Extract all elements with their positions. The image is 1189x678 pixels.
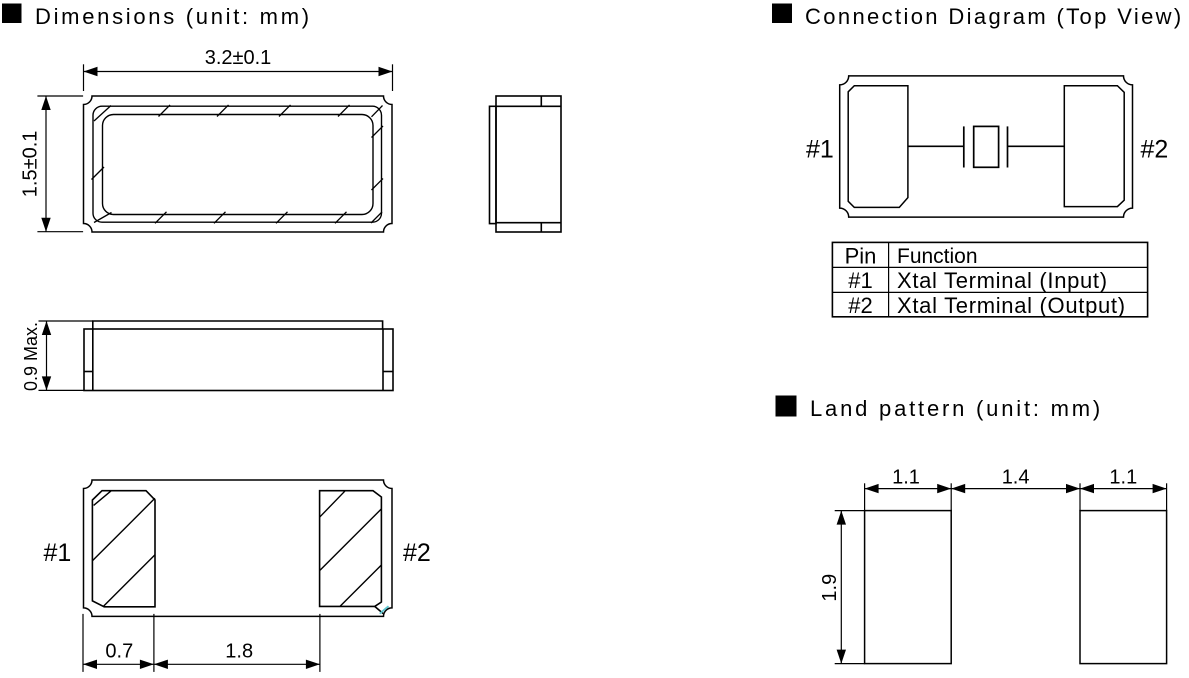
svg-text:Xtal Terminal (Output): Xtal Terminal (Output): [897, 293, 1126, 318]
svg-text:#2: #2: [403, 539, 431, 567]
svg-text:#1: #1: [848, 268, 872, 293]
svg-text:1.4: 1.4: [1002, 467, 1030, 489]
svg-text:1.1: 1.1: [892, 467, 920, 489]
svg-text:Dimensions (unit: mm): Dimensions (unit: mm): [35, 4, 312, 29]
svg-text:Xtal Terminal (Input): Xtal Terminal (Input): [897, 268, 1108, 293]
svg-text:1.8: 1.8: [225, 641, 253, 663]
svg-text:#2: #2: [848, 293, 872, 318]
svg-text:0.7: 0.7: [105, 641, 133, 663]
svg-text:1.1: 1.1: [1109, 467, 1137, 489]
svg-text:Connection Diagram (Top View): Connection Diagram (Top View): [805, 4, 1184, 29]
svg-text:0.9 Max.: 0.9 Max.: [21, 322, 41, 391]
svg-text:3.2±0.1: 3.2±0.1: [205, 47, 272, 69]
svg-text:#1: #1: [44, 539, 72, 567]
svg-text:Pin: Pin: [845, 244, 877, 269]
svg-text:#2: #2: [1141, 136, 1169, 164]
svg-text:Function: Function: [897, 245, 978, 268]
svg-text:Land pattern (unit: mm): Land pattern (unit: mm): [810, 396, 1103, 421]
svg-text:1.5±0.1: 1.5±0.1: [20, 131, 42, 198]
svg-text:#1: #1: [806, 136, 834, 164]
svg-text:1.9: 1.9: [819, 574, 841, 602]
